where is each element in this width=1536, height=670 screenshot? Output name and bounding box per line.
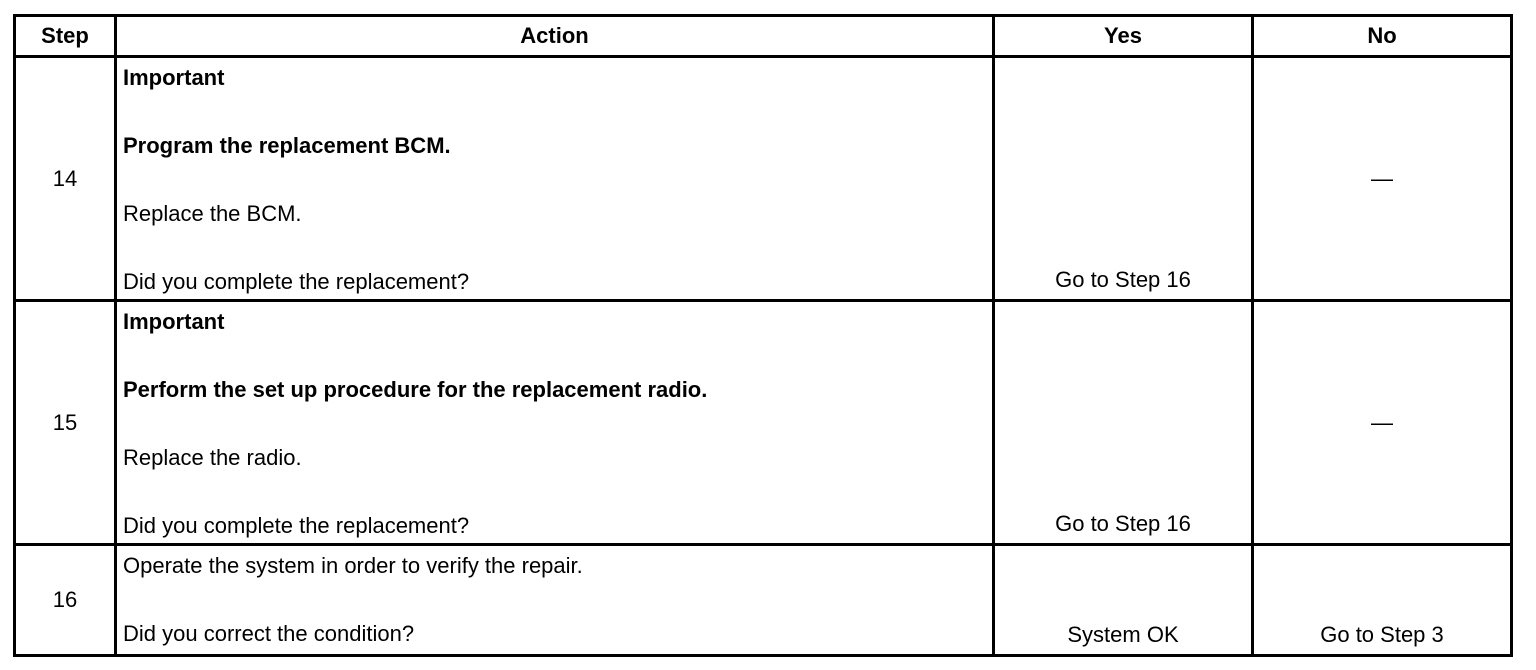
action-cell: Important Perform the set up procedure f…	[117, 302, 995, 546]
important-label: Important	[123, 65, 225, 90]
diagnostic-table: Step Action Yes No 14 Important Program …	[13, 14, 1513, 657]
important-note: Perform the set up procedure for the rep…	[123, 377, 708, 402]
header-action: Action	[117, 17, 995, 58]
no-result: Go to Step 3	[1320, 622, 1444, 647]
action-instruction: Operate the system in order to verify th…	[123, 553, 583, 578]
header-step: Step	[16, 17, 117, 58]
step-number: 14	[16, 58, 117, 302]
yes-result: Go to Step 16	[995, 302, 1254, 546]
yes-result: Go to Step 16	[995, 58, 1254, 302]
action-instruction: Replace the radio.	[123, 445, 302, 470]
step-number: 15	[16, 302, 117, 546]
step-number: 16	[16, 546, 117, 654]
important-note: Program the replacement BCM.	[123, 133, 451, 158]
yes-result: System OK	[995, 546, 1254, 654]
no-result: —	[1254, 302, 1510, 546]
action-cell: Important Program the replacement BCM. R…	[117, 58, 995, 302]
no-result: —	[1254, 58, 1510, 302]
action-question: Did you correct the condition?	[123, 621, 415, 646]
action-question: Did you complete the replacement?	[123, 513, 470, 538]
action-question: Did you complete the replacement?	[123, 269, 470, 294]
action-cell: Operate the system in order to verify th…	[117, 546, 995, 654]
header-no: No	[1254, 17, 1510, 58]
important-label: Important	[123, 309, 225, 334]
header-yes: Yes	[995, 17, 1254, 58]
action-instruction: Replace the BCM.	[123, 201, 302, 226]
